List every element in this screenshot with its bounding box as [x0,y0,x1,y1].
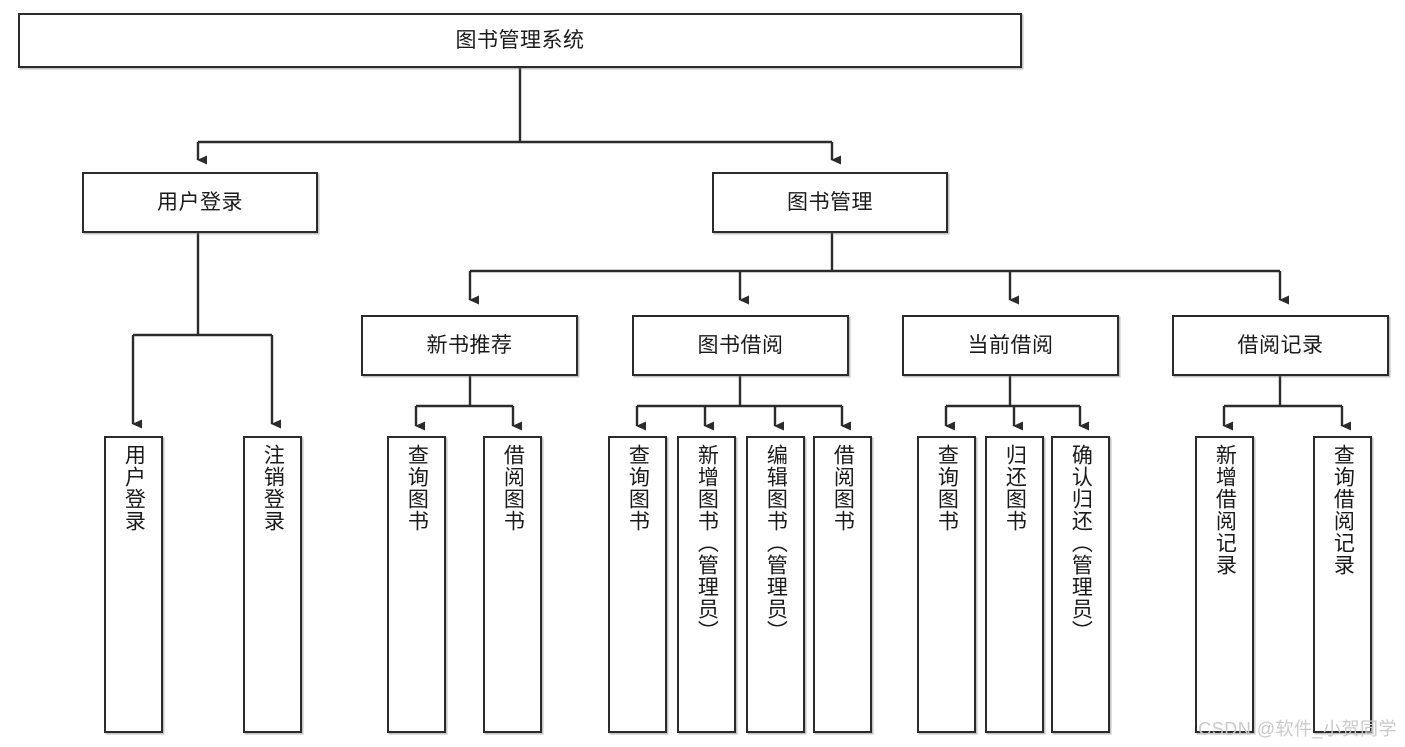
leaf-borrow-query-book-label: 查询图书 [626,444,650,532]
leaf-record-add-label: 新增借阅记录 [1213,444,1237,576]
leaf-new-book-borrow[interactable]: 借阅图书 [483,436,542,733]
node-root[interactable]: 图书管理系统 [18,13,1022,68]
leaf-current-query-book-label: 查询图书 [935,444,959,532]
leaf-user-logout-label: 注销登录 [261,444,285,532]
leaf-record-add[interactable]: 新增借阅记录 [1195,436,1254,733]
node-book-management[interactable]: 图书管理 [712,172,948,233]
leaf-borrow-lend-book-label: 借阅图书 [831,444,855,532]
leaf-borrow-add-book[interactable]: 新增图书（管理员） [677,436,736,733]
node-book-borrow[interactable]: 图书借阅 [632,315,849,376]
leaf-new-book-query[interactable]: 查询图书 [387,436,446,733]
node-root-label: 图书管理系统 [455,28,585,52]
leaf-record-query-label: 查询借阅记录 [1331,444,1355,576]
leaf-user-logout[interactable]: 注销登录 [243,436,302,733]
node-borrow-record[interactable]: 借阅记录 [1172,315,1389,376]
leaf-current-query-book[interactable]: 查询图书 [917,436,976,733]
leaf-borrow-edit-book[interactable]: 编辑图书（管理员） [746,436,805,733]
node-user-login-label: 用户登录 [157,190,243,214]
node-borrow-record-label: 借阅记录 [1237,333,1324,357]
watermark-text: CSDN @软件_小贺同学 [1198,719,1397,739]
leaf-user-login-label: 用户登录 [122,444,146,532]
leaf-record-query[interactable]: 查询借阅记录 [1313,436,1372,733]
leaf-borrow-lend-book[interactable]: 借阅图书 [813,436,872,733]
leaf-current-return-book-label: 归还图书 [1003,444,1027,532]
node-user-login[interactable]: 用户登录 [82,172,318,233]
node-new-book-recommend[interactable]: 新书推荐 [361,315,578,376]
leaf-new-book-query-label: 查询图书 [405,444,429,532]
leaf-current-return-book[interactable]: 归还图书 [985,436,1044,733]
node-book-borrow-label: 图书借阅 [697,333,784,357]
leaf-new-book-borrow-label: 借阅图书 [501,444,525,532]
leaf-borrow-edit-book-label: 编辑图书（管理员） [764,444,788,642]
node-current-borrow[interactable]: 当前借阅 [902,315,1119,376]
leaf-borrow-add-book-label: 新增图书（管理员） [695,444,719,642]
leaf-current-confirm-return-label: 确认归还（管理员） [1069,444,1093,642]
node-current-borrow-label: 当前借阅 [967,333,1054,357]
node-new-book-recommend-label: 新书推荐 [426,333,513,357]
node-book-management-label: 图书管理 [787,190,873,214]
leaf-user-login[interactable]: 用户登录 [104,436,163,733]
leaf-current-confirm-return[interactable]: 确认归还（管理员） [1051,436,1110,733]
leaf-borrow-query-book[interactable]: 查询图书 [608,436,667,733]
